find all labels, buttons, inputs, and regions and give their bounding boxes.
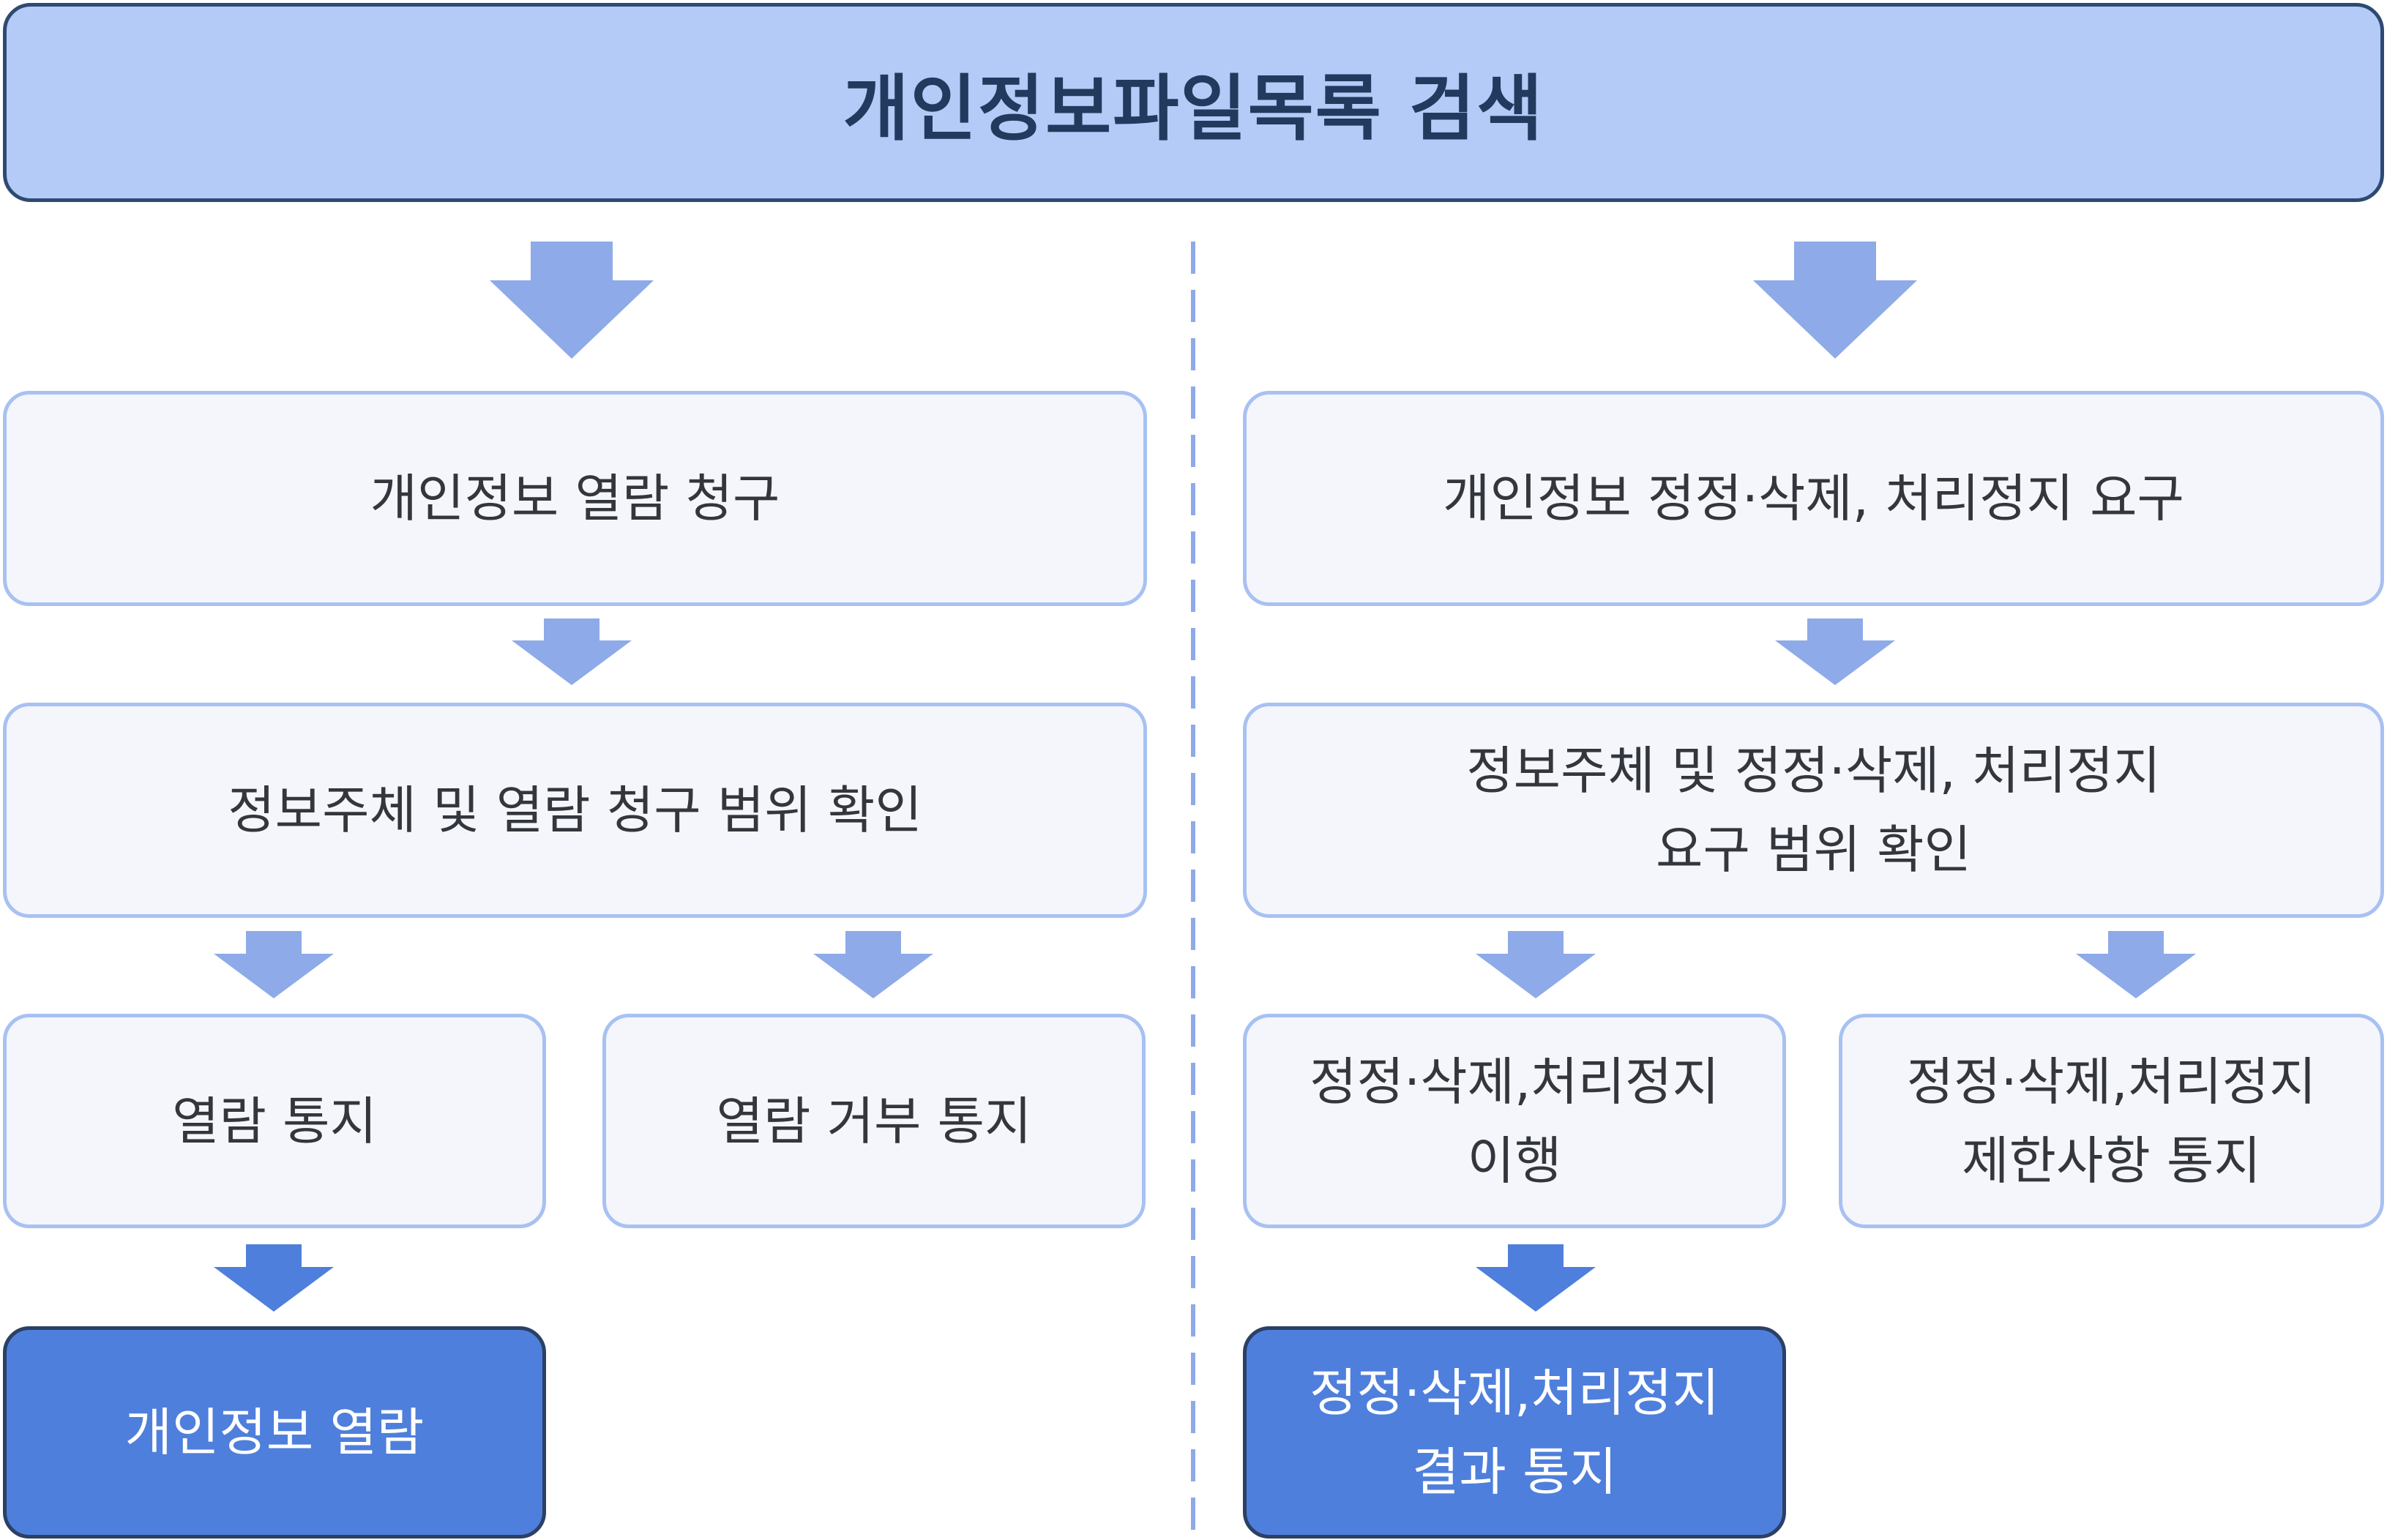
header-box: 개인정보파일목록 검색 xyxy=(3,3,2384,202)
right-limit-box: 정정·삭제,처리정지 제한사항 통지 xyxy=(1839,1014,2384,1228)
arrow-down-icon xyxy=(214,1244,334,1312)
left-refusal-label: 열람 거부 통지 xyxy=(716,1091,1032,1151)
left-request-label: 개인정보 열람 청구 xyxy=(370,468,780,528)
left-notice-box: 열람 통지 xyxy=(3,1014,546,1228)
left-refusal-box: 열람 거부 통지 xyxy=(602,1014,1146,1228)
left-final-label: 개인정보 열람 xyxy=(124,1402,425,1462)
right-verify-label-line2: 요구 범위 확인 xyxy=(1656,820,1971,880)
right-execute-label-line1: 정정·삭제,처리정지 xyxy=(1310,1051,1719,1112)
arrow-down-icon xyxy=(1775,618,1895,685)
right-limit-label-line2: 제한사항 통지 xyxy=(1962,1130,2261,1191)
left-request-box: 개인정보 열람 청구 xyxy=(3,391,1147,606)
right-final-label-line2: 결과 통지 xyxy=(1412,1442,1617,1502)
right-final-label-line1: 정정·삭제,처리정지 xyxy=(1310,1363,1719,1423)
left-final-box: 개인정보 열람 xyxy=(3,1326,546,1539)
right-final-box: 정정·삭제,처리정지 결과 통지 xyxy=(1243,1326,1786,1539)
right-verify-box: 정보주체 및 정정·삭제, 처리정지 요구 범위 확인 xyxy=(1243,703,2384,918)
arrow-down-icon xyxy=(1476,1244,1596,1312)
left-verify-box: 정보주체 및 열람 청구 범위 확인 xyxy=(3,703,1147,918)
arrow-down-icon xyxy=(490,242,654,359)
arrow-down-icon xyxy=(214,931,334,998)
right-limit-label-line1: 정정·삭제,처리정지 xyxy=(1906,1051,2317,1112)
arrow-down-icon xyxy=(813,931,933,998)
right-request-box: 개인정보 정정·삭제, 처리정지 요구 xyxy=(1243,391,2384,606)
left-verify-label: 정보주체 및 열람 청구 범위 확인 xyxy=(228,780,922,840)
right-verify-label-line1: 정보주체 및 정정·삭제, 처리정지 xyxy=(1466,741,2161,801)
right-request-label: 개인정보 정정·삭제, 처리정지 요구 xyxy=(1443,468,2184,528)
arrow-down-icon xyxy=(2076,931,2196,998)
arrow-down-icon xyxy=(1753,242,1917,359)
arrow-down-icon xyxy=(512,618,632,685)
arrow-down-icon xyxy=(1476,931,1596,998)
right-execute-label-line2: 이행 xyxy=(1467,1130,1562,1191)
header-title: 개인정보파일목록 검색 xyxy=(843,67,1544,151)
left-notice-label: 열람 통지 xyxy=(172,1091,377,1151)
right-execute-box: 정정·삭제,처리정지 이행 xyxy=(1243,1014,1786,1228)
